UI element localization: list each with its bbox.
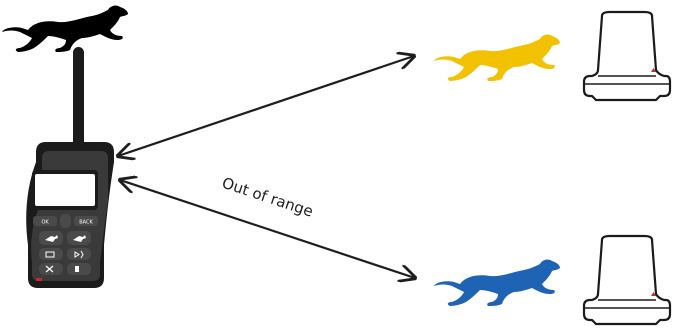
- link-arrow-in-range: [118, 56, 414, 156]
- collar-indicator-icon: [651, 68, 656, 72]
- dog-small-icon: [45, 235, 58, 242]
- sound-icon: [74, 250, 84, 259]
- remote-screen: [35, 174, 95, 206]
- running-dog-yellow: [434, 34, 560, 81]
- out-of-range-label: Out of range: [220, 174, 316, 221]
- collar-receiver-bottom: [582, 234, 672, 326]
- back-button-label: BACK: [79, 220, 93, 226]
- light-icon: [75, 266, 79, 272]
- collar-receiver-body: [582, 10, 672, 102]
- running-dog-blue: [434, 259, 560, 306]
- function-button-5[interactable]: [39, 263, 63, 275]
- link-arrow-out-of-range: [120, 180, 415, 278]
- mute-icon: [45, 265, 54, 273]
- running-dog-silhouette: [2, 5, 128, 52]
- back-button[interactable]: [74, 216, 98, 226]
- dog-small-icon: [73, 235, 86, 242]
- ok-button-label: OK: [41, 220, 49, 226]
- nav-button[interactable]: [60, 214, 71, 228]
- collar-receiver-top: [582, 10, 672, 102]
- remote-transmitter: OK BACK: [26, 47, 115, 288]
- remote-power-indicator: [36, 278, 42, 281]
- ok-button[interactable]: [33, 216, 57, 226]
- function-button-3[interactable]: [39, 248, 63, 260]
- collar-receiver-body: [582, 234, 672, 326]
- remote-antenna: [73, 47, 84, 165]
- collar-indicator-icon: [651, 292, 656, 296]
- function-buttons: [39, 231, 91, 275]
- vibrate-icon: [45, 251, 55, 258]
